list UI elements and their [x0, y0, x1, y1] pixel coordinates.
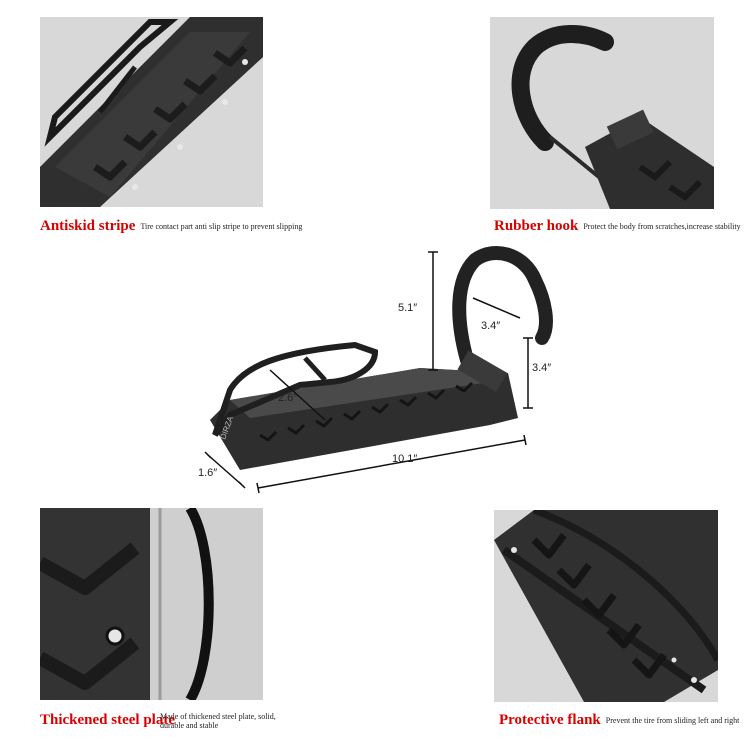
caption-description: Tire contact part anti slip stripe to pr…	[140, 222, 303, 231]
bike-rack-illustration: DIRZA	[204, 245, 553, 494]
dim-tray-width: 2.6″	[278, 392, 298, 404]
caption-antiskid-stripe: Antiskid stripe Tire contact part anti sl…	[40, 218, 302, 234]
caption-description-line-1: Made of thickened steel plate, solid,	[160, 712, 276, 721]
caption-title: Rubber hook	[494, 218, 579, 234]
dim-hook-depth: 3.4″	[481, 320, 501, 332]
caption-description: Protect the body from scratches,increase…	[583, 222, 741, 231]
photo-thickened-steel-plate	[40, 508, 263, 700]
steel-plate-image	[40, 508, 263, 700]
caption-thickened-steel-plate: Thickened steel plate	[40, 712, 175, 728]
caption-description-line-2: durable and stable	[160, 721, 219, 730]
antiskid-stripe-image	[40, 17, 263, 207]
caption-title: Thickened steel plate	[40, 712, 175, 728]
caption-description: Prevent the tire from sliding left and r…	[605, 716, 740, 725]
product-dimension-diagram: DIRZA 5.1″ 3.4″ 3.4″ 2.6″ 1.6″ 10.1″	[190, 240, 560, 500]
caption-thickened-steel-plate-description: Made of thickened steel plate, solid, du…	[160, 712, 276, 730]
protective-flank-image	[494, 510, 718, 702]
dim-hook-gap: 3.4″	[532, 362, 552, 374]
caption-title: Protective flank	[499, 712, 601, 728]
rubber-hook-image	[490, 17, 714, 209]
dim-length: 10.1″	[392, 453, 418, 465]
caption-rubber-hook: Rubber hook Protect the body from scratch…	[494, 218, 741, 234]
caption-title: Antiskid stripe	[40, 218, 136, 234]
photo-protective-flank	[494, 510, 718, 702]
dim-hook-height: 5.1″	[398, 302, 418, 314]
photo-rubber-hook	[490, 17, 714, 209]
dim-plate-thickness: 1.6″	[198, 467, 218, 479]
caption-protective-flank: Protective flank Prevent the tire from sl…	[499, 712, 739, 728]
photo-antiskid-stripe	[40, 17, 263, 207]
